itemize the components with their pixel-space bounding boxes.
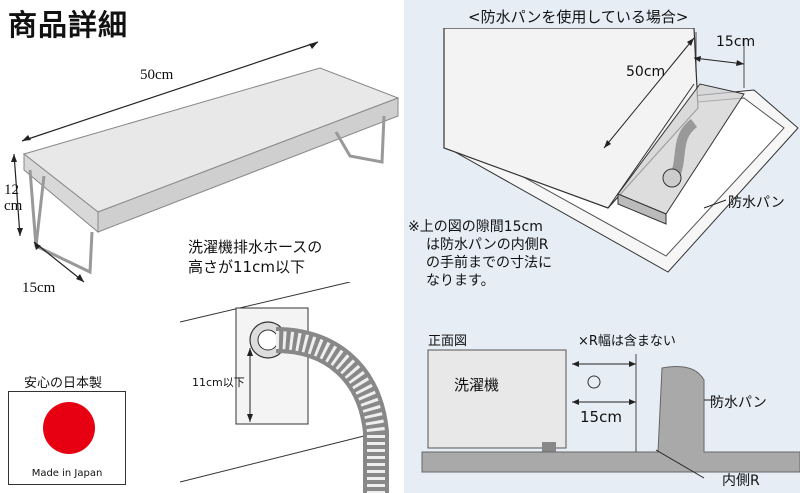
dim-50-label: 50cm bbox=[626, 64, 666, 80]
note-line-4: なります。 bbox=[426, 273, 495, 289]
washer-label: 洗濯機 bbox=[454, 376, 500, 394]
made-in-japan-label: Made in Japan bbox=[31, 468, 103, 479]
hose-height-label: 11cm以下 bbox=[192, 376, 245, 389]
flag-sun-icon bbox=[43, 402, 95, 454]
pan-illustration bbox=[443, 28, 799, 273]
pan-label: 防水パン bbox=[728, 195, 785, 211]
hose-caption-line1: 洗濯機排水ホースの bbox=[188, 238, 323, 256]
inner-r-label: 内側R bbox=[722, 473, 760, 489]
note-line-1: ※上の図の隙間15cm bbox=[408, 219, 543, 235]
page-title: 商品詳細 bbox=[8, 8, 129, 42]
dim-15-label: 15cm bbox=[716, 34, 756, 50]
front-view-diagram bbox=[421, 349, 800, 479]
japan-flag: Made in Japan bbox=[8, 391, 126, 485]
front-pan-label: 防水パン bbox=[710, 395, 767, 411]
japan-label: 安心の日本製 bbox=[24, 376, 103, 391]
front-view-label: 正面図 bbox=[428, 334, 468, 349]
dim-width-label: 50cm bbox=[140, 67, 174, 83]
hose-caption-line2: 高さが11cm以下 bbox=[188, 258, 305, 276]
note-line-2: は防水パンの内側R bbox=[426, 237, 549, 253]
note-line-3: の手前までの寸法に bbox=[426, 255, 552, 271]
dim-depth-label: 15cm bbox=[22, 280, 56, 296]
front-15-label: 15cm bbox=[580, 408, 622, 426]
r-width-note: ×R幅は含まない bbox=[578, 334, 676, 349]
hose-illustration bbox=[180, 282, 389, 493]
shelf-illustration bbox=[11, 41, 400, 283]
product-detail-panel: 商品詳細 50cm 12 cm 15cm 洗濯機排水ホースの 高さが11cm以下 bbox=[4, 8, 400, 493]
gap-note: ※上の図の隙間15cm は防水パンの内側R の手前までの寸法に なります。 bbox=[408, 218, 552, 290]
dim-height-label: 12 cm bbox=[4, 182, 23, 214]
pan-usage-panel: <防水パンを使用している場合> 15cm 50cm 防水パン ※上の図の隙間15… bbox=[404, 0, 800, 493]
pan-usage-caption: <防水パンを使用している場合> bbox=[468, 8, 689, 26]
